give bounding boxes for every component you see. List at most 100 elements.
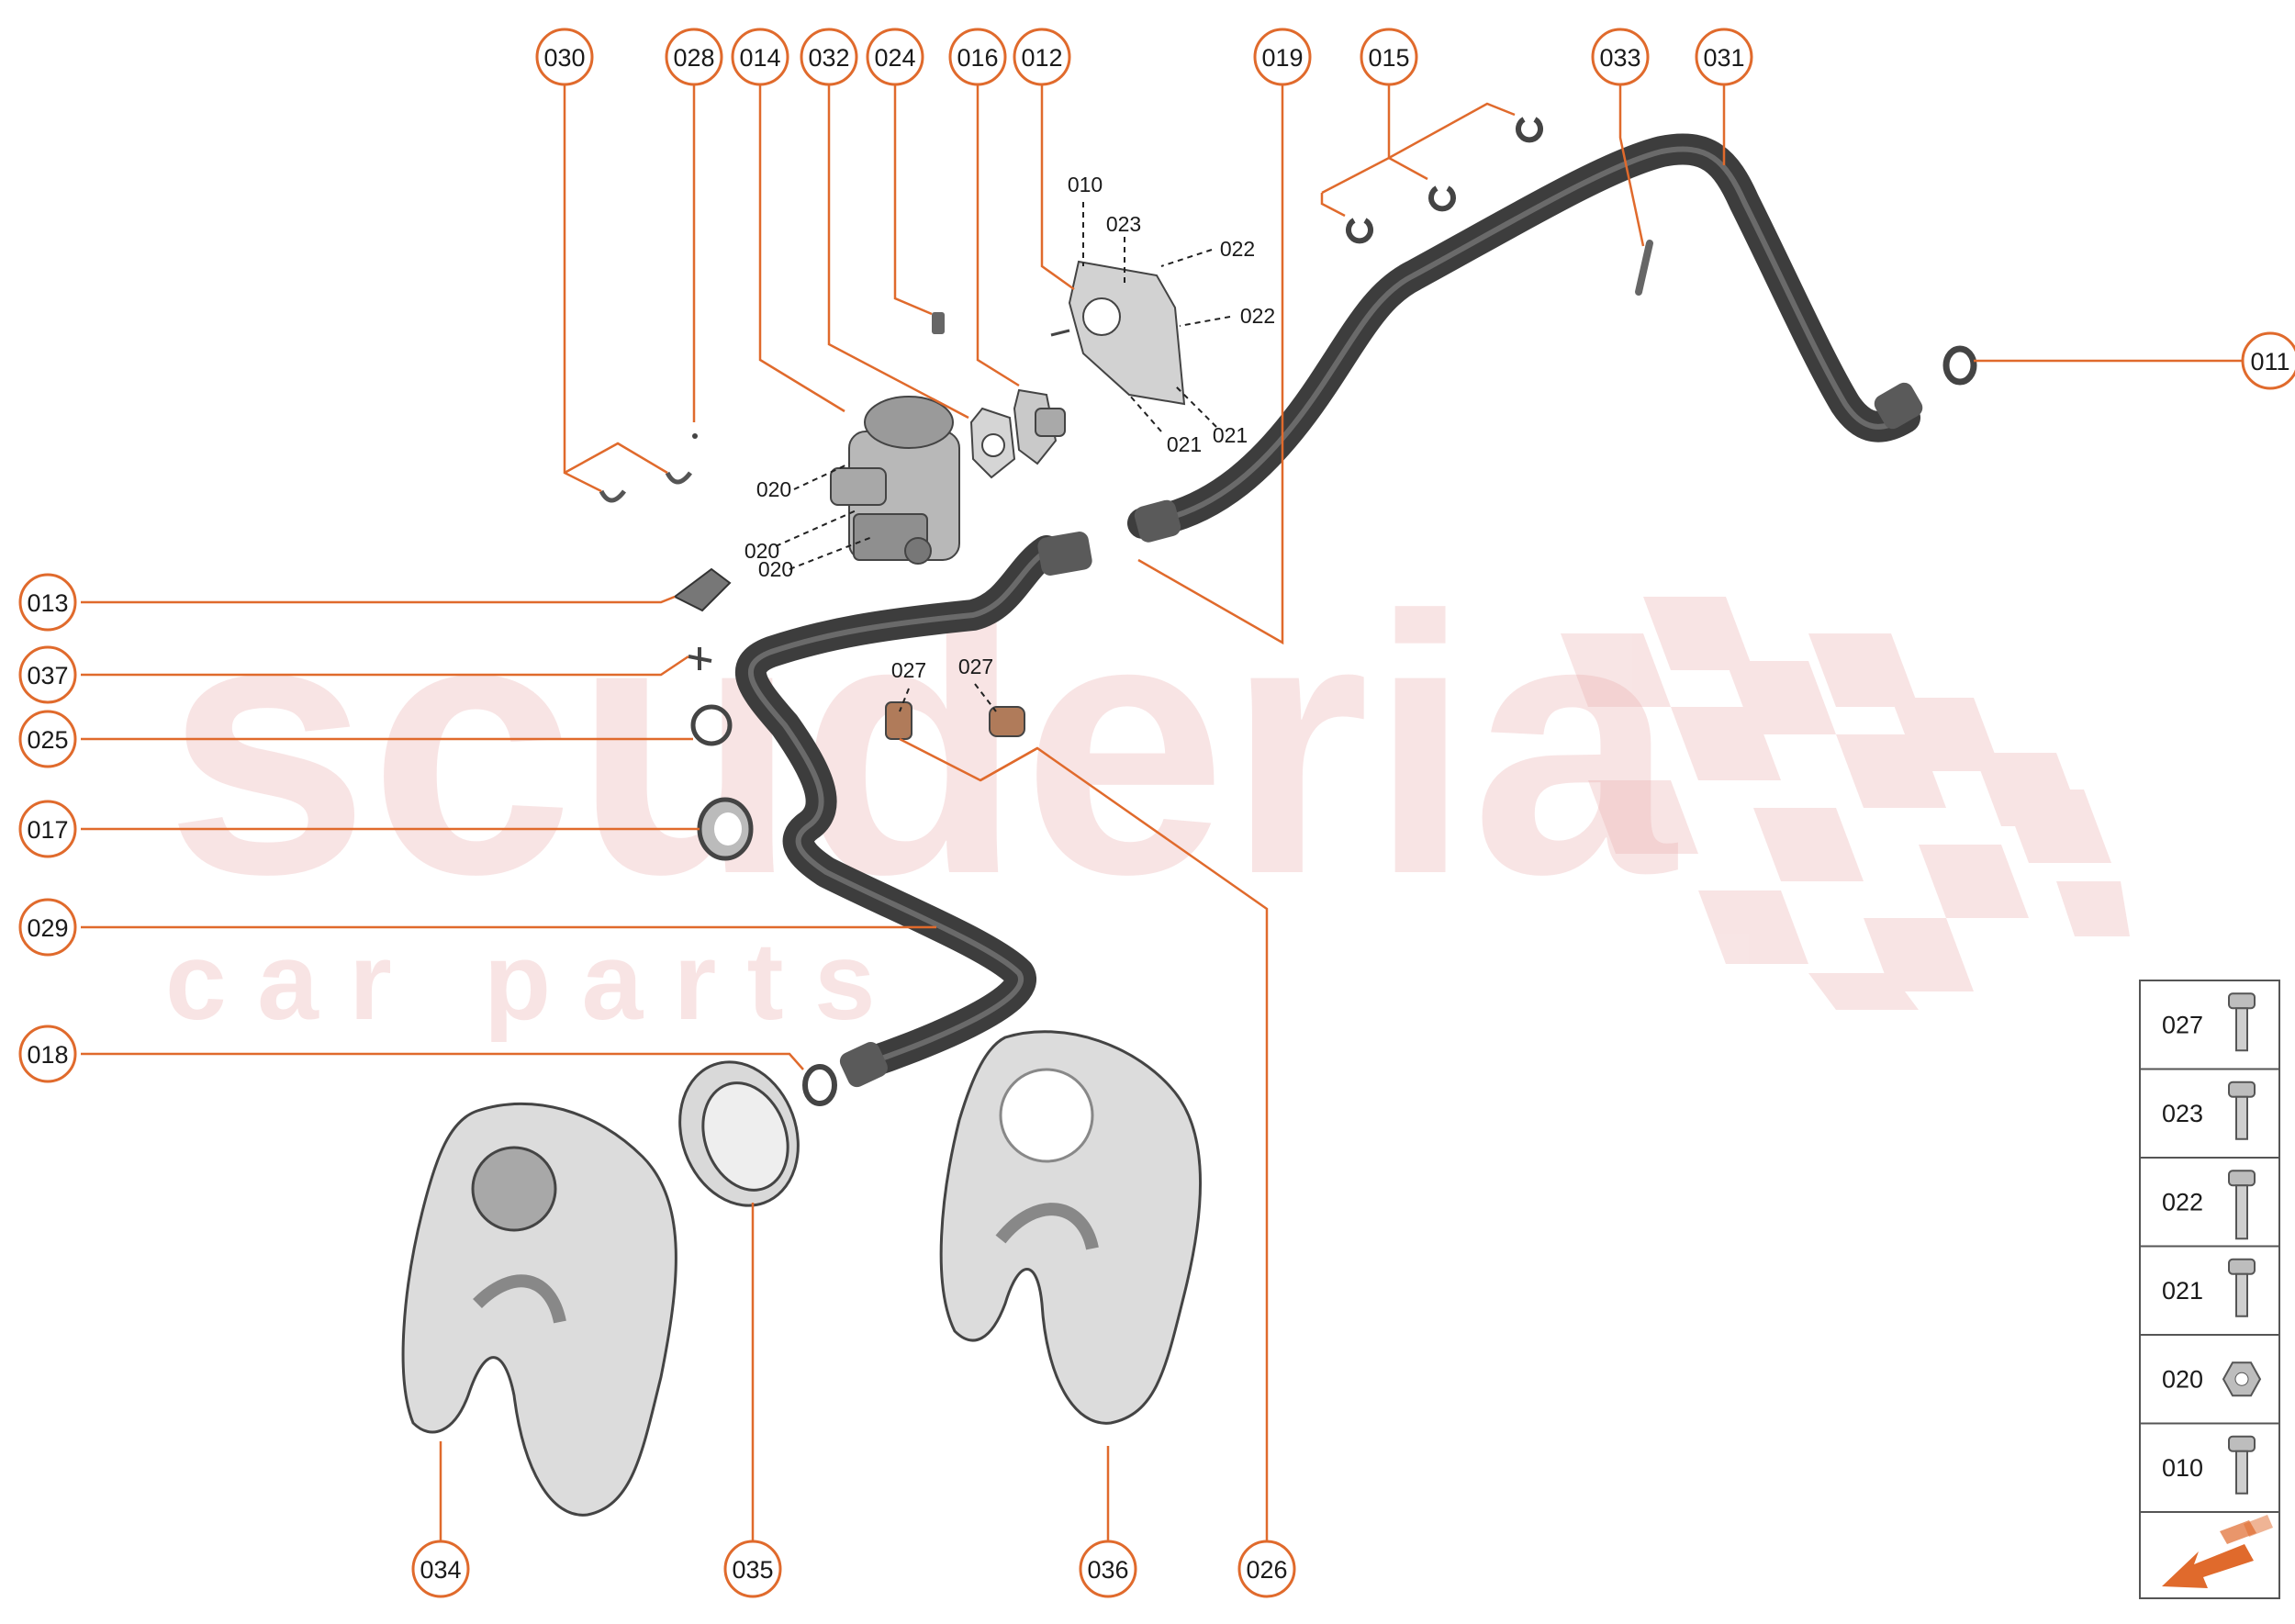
callout-circle	[1591, 28, 1650, 86]
pump-assembly-014	[830, 396, 960, 565]
callout-circle	[18, 573, 77, 632]
callout-028: 028	[665, 28, 723, 86]
callout-030: 030	[535, 28, 594, 86]
bushings-027	[885, 701, 1025, 740]
watermark: scuderia c a r p a r t s	[165, 540, 2130, 1043]
callout-label: 035	[732, 1556, 773, 1584]
torx-screw-icon	[2228, 1258, 2256, 1317]
callout-037: 037	[18, 645, 77, 704]
inline-label-021-a: 021	[1167, 432, 1202, 456]
legend-row-020: 020	[2140, 1361, 2279, 1425]
callout-circle	[535, 28, 594, 86]
long-bolt-icon	[2228, 1170, 2256, 1240]
callout-circle	[18, 800, 77, 858]
callout-016: 016	[948, 28, 1007, 86]
callout-label: 033	[1599, 44, 1640, 72]
connector-013	[673, 567, 732, 612]
air-filter-housing-034	[401, 1102, 677, 1517]
callout-circle	[1237, 1540, 1296, 1598]
callout-025: 025	[18, 710, 77, 768]
clamp-018	[802, 1064, 837, 1106]
callout-label: 019	[1261, 44, 1303, 72]
clip-028	[692, 433, 698, 439]
clamp-025	[690, 704, 733, 746]
inline-labels: 010 023 022 022 021 021 020 020 020 027 …	[744, 173, 1275, 682]
hex-nut-icon	[2222, 1361, 2262, 1397]
callout-label: 017	[27, 816, 68, 844]
callout-circle	[723, 1540, 782, 1598]
callout-label: 014	[739, 44, 780, 72]
sensor-024	[932, 312, 945, 334]
inline-label-022-a: 022	[1220, 237, 1255, 261]
callout-markers: 030 028 014 032 024 016 012 019 015 033 031 011 013 0…	[18, 28, 2295, 1598]
callout-label: 024	[874, 44, 915, 72]
flange-bolt-icon	[2228, 992, 2256, 1052]
legend-label: 022	[2162, 1188, 2203, 1215]
callout-018: 018	[18, 1025, 77, 1083]
callout-circle	[800, 28, 858, 86]
callout-label: 028	[673, 44, 714, 72]
inline-label-021-b: 021	[1213, 423, 1248, 447]
legend-row-010: 010	[2140, 1435, 2279, 1513]
callout-circle	[18, 645, 77, 704]
callout-034: 034	[411, 1540, 470, 1598]
clamps-015	[1346, 117, 1543, 244]
callout-032: 032	[800, 28, 858, 86]
inline-label-027-a: 027	[891, 658, 926, 682]
callout-circle	[411, 1540, 470, 1598]
callout-label: 015	[1368, 44, 1409, 72]
clamp-011	[1942, 345, 1977, 386]
legend-row-022: 022	[2140, 1170, 2279, 1248]
pan-screw-icon	[2228, 1081, 2256, 1140]
legend-row-027: 027	[2140, 992, 2279, 1070]
legend-row-023: 023	[2140, 1081, 2279, 1159]
callout-label: 025	[27, 726, 68, 754]
callout-017: 017	[18, 800, 77, 858]
coolant-hoses	[735, 133, 1923, 1088]
callout-circle	[731, 28, 789, 86]
callout-circle	[1360, 28, 1418, 86]
callout-circle	[866, 28, 924, 86]
callout-033: 033	[1591, 28, 1650, 86]
callout-circle	[1013, 28, 1071, 86]
checkered-flag-logo	[1561, 597, 2130, 1010]
clip-037	[688, 647, 712, 670]
callout-label: 037	[27, 662, 68, 689]
fastener-legend: 027 023 022 021 020 010	[2139, 980, 2280, 1599]
legend-row-021: 021	[2140, 1258, 2279, 1336]
inline-label-010: 010	[1068, 173, 1103, 196]
callout-label: 030	[543, 44, 585, 72]
callout-029: 029	[18, 898, 77, 957]
callout-019: 019	[1253, 28, 1312, 86]
callout-label: 031	[1703, 44, 1744, 72]
callout-label: 011	[2250, 348, 2289, 375]
orientation-arrow-icon	[2162, 1515, 2273, 1588]
callout-012: 012	[1013, 28, 1071, 86]
callout-circle	[18, 898, 77, 957]
seal-017	[697, 797, 754, 861]
filter-cap-035	[678, 1060, 800, 1207]
callout-label: 013	[27, 589, 68, 617]
inline-label-027-b: 027	[958, 655, 993, 678]
gasket-032	[969, 407, 1016, 479]
callout-label: 016	[957, 44, 998, 72]
callout-circle	[2241, 331, 2295, 390]
callout-label: 026	[1246, 1556, 1287, 1584]
callout-circle	[948, 28, 1007, 86]
callout-011: 011	[2241, 331, 2295, 390]
callout-label: 012	[1021, 44, 1062, 72]
callout-label: 032	[808, 44, 849, 72]
callout-024: 024	[866, 28, 924, 86]
callout-031: 031	[1695, 28, 1753, 86]
callout-014: 014	[731, 28, 789, 86]
callout-circle	[18, 710, 77, 768]
air-filter-housing-036	[939, 1030, 1202, 1425]
inline-leaders	[775, 202, 1231, 712]
legend-label: 020	[2162, 1365, 2203, 1393]
callout-circle	[1695, 28, 1753, 86]
callout-026: 026	[1237, 1540, 1296, 1598]
callout-036: 036	[1079, 1540, 1137, 1598]
legend-label: 023	[2162, 1100, 2203, 1127]
callout-label: 018	[27, 1041, 68, 1069]
callout-label: 034	[420, 1556, 461, 1584]
